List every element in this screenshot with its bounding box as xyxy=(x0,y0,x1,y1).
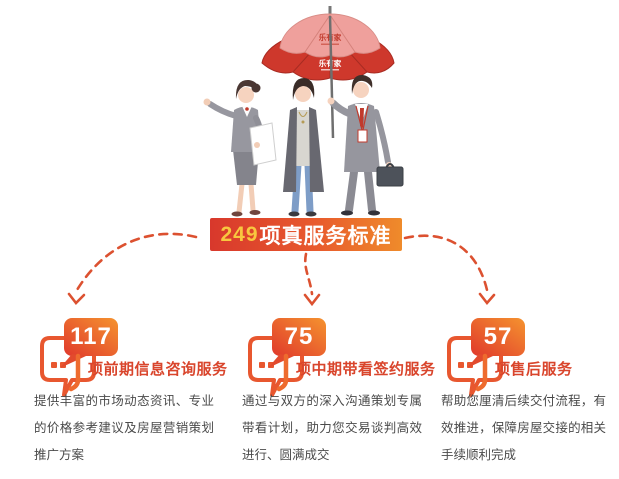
banner-label: 项真服务标准 xyxy=(259,224,392,248)
speech-bubble-icon: 75 xyxy=(246,318,442,410)
arrowhead-left xyxy=(67,292,86,305)
connector-right xyxy=(403,234,489,292)
count-badge: 75 xyxy=(284,323,314,350)
person-right-man xyxy=(327,74,404,216)
chat-bubbles-icon xyxy=(447,318,525,397)
arrowhead-right xyxy=(478,292,496,306)
connector-left xyxy=(75,232,198,292)
umbrella-main-canopy: 乐有家 xyxy=(261,29,395,81)
umbrella-top-canopy: 乐有家 xyxy=(279,13,381,58)
section-mid-term-service: 75 项中期带看签约服务 通过与双方的深入沟通策划专属带看计划，助力您交易谈判高… xyxy=(242,318,442,462)
person-left-woman xyxy=(203,79,277,217)
speech-bubble-icon: 57 xyxy=(445,318,619,410)
section-description: 帮助您厘清后续交付流程，有效推进，保障房屋交接的相关手续顺利完成 xyxy=(441,394,606,462)
section-title: 项中期带看签约服务 xyxy=(296,361,436,378)
section-after-sale-service: 57 项售后服务 帮助您厘清后续交付流程，有效推进，保障房屋交接的相关手续顺利完… xyxy=(441,318,619,462)
umbrella-top-brand-text: 乐有家 xyxy=(319,32,342,42)
briefcase xyxy=(376,166,404,187)
chat-bubbles-icon xyxy=(40,318,118,397)
section-description: 通过与双方的深入沟通策划专属带看计划，助力您交易谈判高效进行、圆满成交 xyxy=(242,394,422,462)
speech-bubble-icon: 117 xyxy=(38,318,234,410)
umbrella-main-tagline-mark xyxy=(321,69,339,71)
section-pre-sale-service: 117 项前期信息咨询服务 提供丰富的市场动态资讯、专业的价格参考建议及房屋营销… xyxy=(34,318,234,462)
count-badge: 117 xyxy=(70,323,112,350)
section-description: 提供丰富的市场动态资讯、专业的价格参考建议及房屋营销策划推广方案 xyxy=(34,394,214,462)
arrowhead-middle xyxy=(303,293,321,307)
connector-middle xyxy=(304,252,314,296)
person-middle-woman xyxy=(283,78,324,217)
chat-bubbles-icon xyxy=(248,318,326,397)
section-title: 项售后服务 xyxy=(495,361,573,378)
id-badge xyxy=(357,129,368,143)
umbrella-main-brand-text: 乐有家 xyxy=(319,58,342,68)
banner-count: 249 xyxy=(220,222,259,246)
umbrella-top-tagline-mark xyxy=(321,43,339,45)
umbrella-pole xyxy=(328,15,335,139)
section-title: 项前期信息咨询服务 xyxy=(88,361,228,378)
count-badge: 57 xyxy=(483,323,513,350)
briefcase-handle xyxy=(385,163,395,169)
